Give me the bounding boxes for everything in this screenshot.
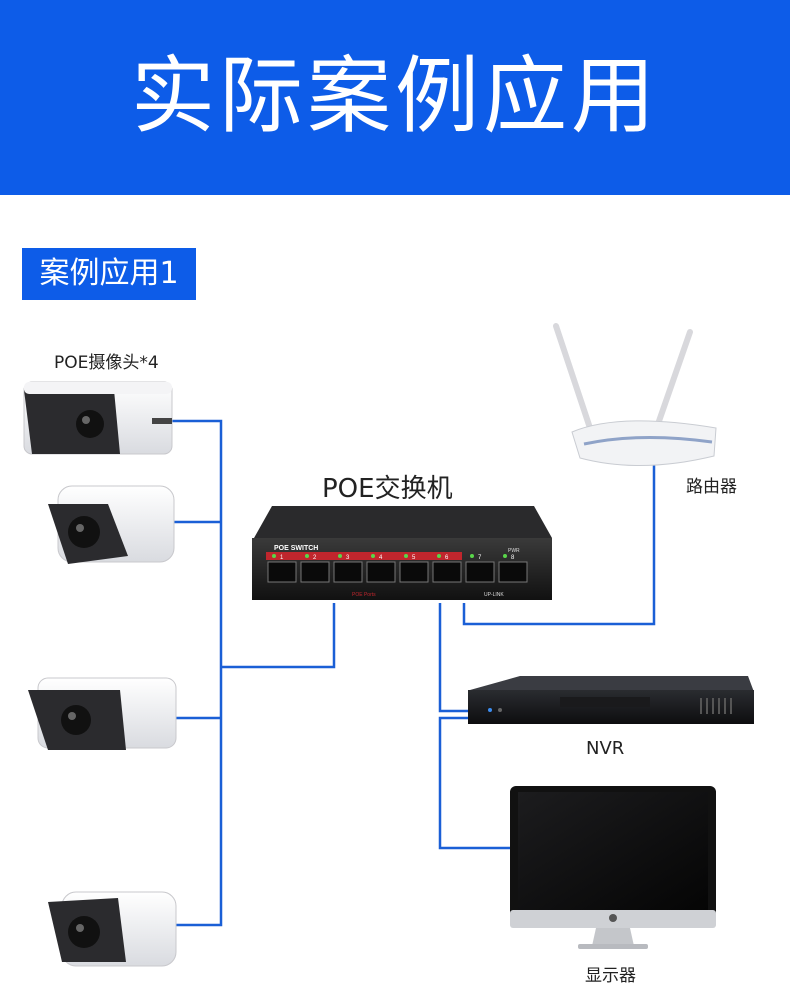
page-title: 实际案例应用 bbox=[130, 47, 659, 145]
port-led bbox=[338, 554, 342, 558]
port-led bbox=[272, 554, 276, 558]
port-number: 6 bbox=[445, 555, 449, 561]
switch-port bbox=[465, 561, 495, 583]
cameras-label: POE摄像头*4 bbox=[54, 353, 159, 373]
port-number: 5 bbox=[412, 555, 416, 561]
port-number: 3 bbox=[346, 555, 350, 561]
port-number: 8 bbox=[511, 555, 515, 561]
switch-port bbox=[333, 561, 363, 583]
nvr-label: NVR bbox=[586, 738, 625, 759]
switch-port bbox=[300, 561, 330, 583]
switch-port bbox=[399, 561, 429, 583]
router-line bbox=[462, 455, 656, 626]
camera-1 bbox=[23, 381, 173, 455]
switch-poe-line bbox=[221, 603, 336, 669]
port-number: 7 bbox=[478, 555, 482, 561]
port-led bbox=[470, 554, 474, 558]
switch-ports: 1 2 3 4 5 6 7 8 bbox=[267, 554, 528, 583]
apple-logo-icon bbox=[609, 914, 617, 922]
switch-port bbox=[432, 561, 462, 583]
port-led bbox=[404, 554, 408, 558]
nvr bbox=[468, 676, 754, 724]
pwr-label: PWR bbox=[508, 548, 520, 554]
monitor-label: 显示器 bbox=[585, 966, 636, 986]
header-banner: 实际案例应用 bbox=[0, 0, 790, 195]
router bbox=[553, 323, 717, 466]
poe-ports-label: POE Ports bbox=[352, 592, 376, 598]
uplink-label: UP-LINK bbox=[484, 592, 504, 598]
nvr-line bbox=[438, 603, 468, 713]
poe-switch: POE SWITCH 1 2 3 4 5 6 7 8 POE Ports UP-LINK PW… bbox=[252, 506, 552, 600]
camera-bus-line bbox=[172, 419, 223, 927]
switch-port bbox=[267, 561, 297, 583]
connection-lines bbox=[172, 419, 656, 927]
port-number: 4 bbox=[379, 555, 383, 561]
port-led bbox=[437, 554, 441, 558]
switch-label: POE交换机 bbox=[322, 474, 453, 504]
monitor bbox=[510, 786, 716, 949]
port-led bbox=[371, 554, 375, 558]
port-number: 1 bbox=[280, 555, 284, 561]
camera-4 bbox=[48, 891, 177, 967]
switch-brand: POE SWITCH bbox=[274, 545, 318, 552]
router-label: 路由器 bbox=[686, 477, 737, 497]
camera-2 bbox=[48, 485, 175, 564]
camera-3 bbox=[28, 677, 177, 750]
port-number: 2 bbox=[313, 555, 317, 561]
switch-port bbox=[366, 561, 396, 583]
switch-port bbox=[498, 561, 528, 583]
port-led bbox=[305, 554, 309, 558]
monitor-line bbox=[438, 716, 510, 850]
port-led bbox=[503, 554, 507, 558]
case-badge: 案例应用1 bbox=[22, 248, 196, 300]
